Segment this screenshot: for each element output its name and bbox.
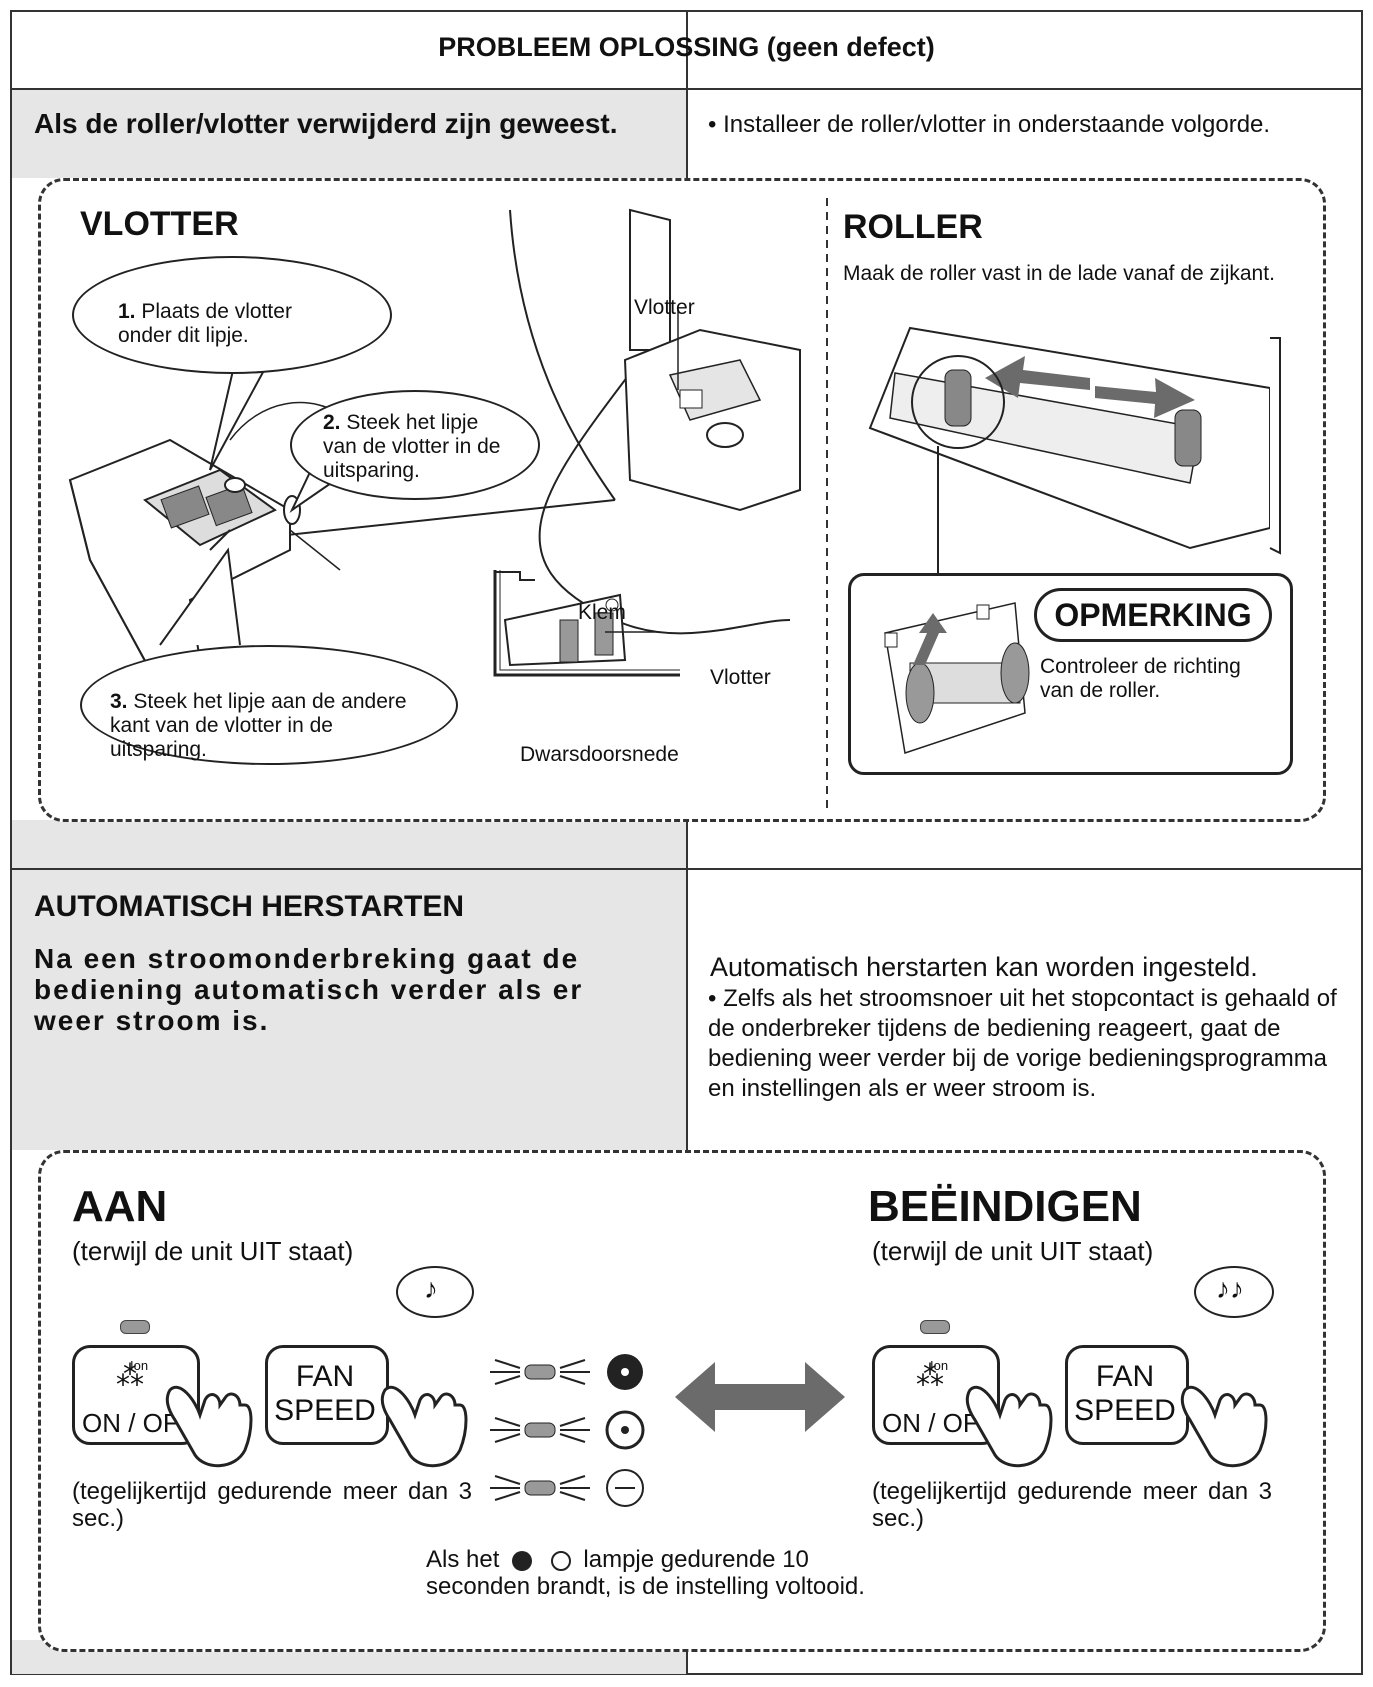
completion-note-b: lampje gedurende 10 <box>583 1546 809 1573</box>
auto-restart-bullet: • <box>708 985 717 1012</box>
off-fan-label-2: SPEED <box>1074 1394 1176 1427</box>
step2-text: 2. Steek het lipje van de vlotter in de … <box>323 411 513 483</box>
gray-panel-middle <box>12 820 686 1150</box>
gray-panel-top <box>12 90 686 178</box>
on-beep-bubble <box>396 1266 474 1318</box>
on-grape-icon: ⁂ <box>116 1360 144 1391</box>
auto-restart-summary: Na een stroomonderbreking gaat de bedien… <box>34 943 584 1036</box>
vlotter-top-label: Vlotter <box>634 296 695 319</box>
off-hand-pointer-icon <box>965 1386 1053 1468</box>
step1-text: 1. Plaats de vlotter onder dit lipje. <box>118 300 338 348</box>
column-divider-top <box>686 10 688 178</box>
step2-number: 2. <box>323 411 341 434</box>
roller-tray-illustration <box>868 326 1281 573</box>
column-divider-bottom <box>686 1640 688 1675</box>
roller-title: ROLLER <box>843 208 983 246</box>
off-beep-note: ♪♪ <box>1216 1273 1244 1304</box>
auto-restart-title: AUTOMATISCH HERSTARTEN <box>34 890 464 923</box>
fan-high-small-icon <box>512 1550 533 1571</box>
step1-number: 1. <box>118 300 136 323</box>
step3-text: 3. Steek het lipje aan de andere kant va… <box>110 690 430 762</box>
step1-description: Plaats de vlotter onder dit lipje. <box>118 300 292 347</box>
off-indicator-lamp <box>920 1320 950 1334</box>
on-subtitle: (terwijl de unit UIT staat) <box>72 1236 354 1266</box>
on-fan-label-1: FAN <box>295 1360 355 1393</box>
off-hold-text: (tegelijkertijd gedurende meer dan 3 sec… <box>872 1478 1272 1532</box>
on-indicator-lamp <box>120 1320 150 1334</box>
fan-lamp-medium-icon <box>490 1410 645 1450</box>
header-divider <box>10 88 1363 90</box>
fan-lamp-high-icon <box>490 1354 643 1390</box>
step3-bubble <box>80 645 458 765</box>
off-hand-pointer-icon-2 <box>1180 1386 1268 1468</box>
completion-note: Als het lampje gedurende 10 seconden bra… <box>426 1546 1026 1600</box>
float-drawer-illustration <box>68 208 801 677</box>
auto-restart-text: Zelfs als het stroomsnoer uit het stopco… <box>708 985 1337 1102</box>
vlotter-title: VLOTTER <box>80 205 239 243</box>
note-text: Controleer de richting van de roller. <box>1040 655 1241 702</box>
cross-section-label: Dwarsdoorsnede <box>520 743 679 766</box>
off-grape-icon: ⁂ <box>916 1360 944 1391</box>
klem-label: Klem <box>578 601 626 624</box>
roller-direction-illustration <box>884 602 1030 754</box>
on-fan-speed-button[interactable] <box>265 1345 389 1445</box>
off-subtitle: (terwijl de unit UIT staat) <box>872 1236 1154 1266</box>
step2-description: Steek het lipje van de vlotter in de uit… <box>323 411 501 482</box>
off-ion-label: Ion <box>930 1358 949 1373</box>
toggle-double-arrow-icon <box>675 1362 845 1432</box>
page-title: PROBLEEM OPLOSSING (geen defect) <box>438 32 935 62</box>
auto-restart-description: • Zelfs als het stroomsnoer uit het stop… <box>708 984 1348 1104</box>
step3-description: Steek het lipje aan de andere kant van d… <box>110 690 407 761</box>
fan-medium-small-icon <box>550 1550 571 1571</box>
off-beep-bubble <box>1194 1266 1274 1318</box>
on-hand-pointer-icon <box>165 1386 253 1468</box>
step1-bubble <box>72 256 392 374</box>
step2-bubble <box>290 390 540 500</box>
section1-instruction: • Installeer de roller/vlotter in onders… <box>708 111 1271 138</box>
note-title: OPMERKING <box>1034 588 1272 642</box>
fan-lamp-low-icon <box>490 1469 644 1507</box>
off-title: BEËINDIGEN <box>868 1182 1142 1231</box>
on-ion-label: Ion <box>130 1358 149 1373</box>
off-fan-label-1: FAN <box>1095 1360 1155 1393</box>
vlotter-section-label: Vlotter <box>710 666 771 689</box>
step3-number: 3. <box>110 690 128 713</box>
column-divider-middle <box>686 820 688 1150</box>
on-hold-text: (tegelijkertijd gedurende meer dan 3 sec… <box>72 1478 472 1532</box>
auto-restart-heading: Automatisch herstarten kan worden ingest… <box>710 952 1258 982</box>
on-title: AAN <box>72 1182 168 1231</box>
section-divider <box>10 868 1363 870</box>
completion-note-line2: seconden brandt, is de instelling voltoo… <box>426 1573 865 1600</box>
on-hand-pointer-icon-2 <box>380 1386 468 1468</box>
section1-heading: Als de roller/vlotter verwijderd zijn ge… <box>34 108 618 139</box>
installation-box-divider <box>826 198 828 808</box>
on-fan-label-2: SPEED <box>274 1394 376 1427</box>
off-fan-speed-button[interactable] <box>1065 1345 1189 1445</box>
on-beep-note: ♪ <box>424 1273 438 1304</box>
completion-note-a: Als het <box>426 1546 500 1573</box>
roller-description: Maak de roller vast in de lade vanaf de … <box>843 262 1275 285</box>
fan-speed-lamps <box>490 1354 645 1507</box>
